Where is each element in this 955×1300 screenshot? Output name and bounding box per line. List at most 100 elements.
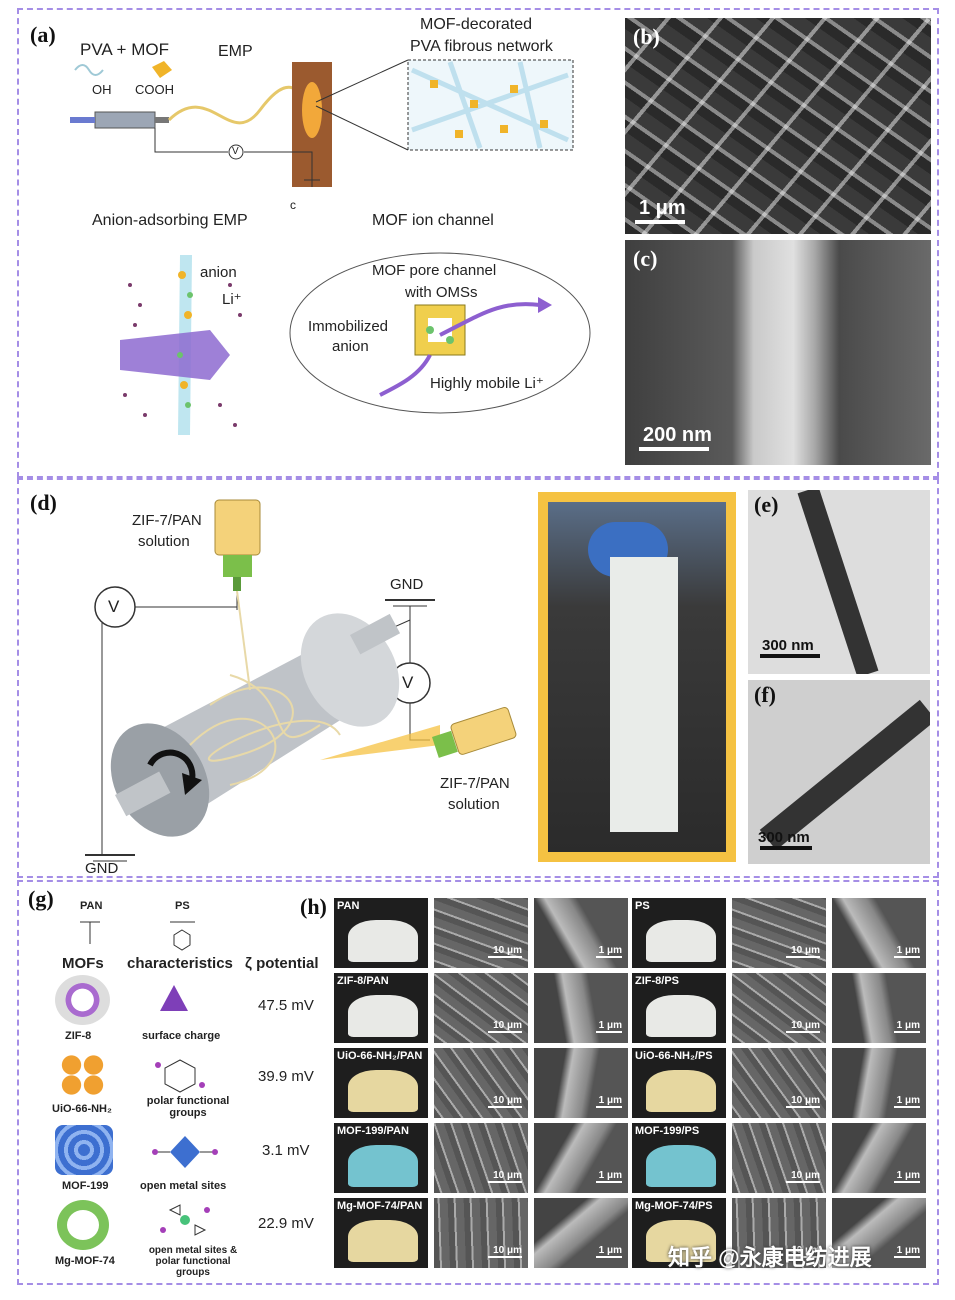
anion-text: anion <box>200 264 237 281</box>
zeta-mof199: 3.1 mV <box>262 1142 310 1159</box>
panel-abc-frame <box>17 8 939 478</box>
solution-bottom-line2: solution <box>448 796 500 813</box>
bent-membrane <box>646 995 716 1037</box>
bent-membrane <box>646 1220 716 1262</box>
scale-text: 1 μm <box>598 1245 622 1256</box>
sem-cell: 1 μm <box>533 1197 629 1269</box>
anion-emp-title: Anion-adsorbing EMP <box>92 212 248 229</box>
polymer-structures <box>80 921 195 951</box>
bent-membrane <box>646 920 716 962</box>
mof-icon-uio66 <box>55 1050 110 1100</box>
with-omss-text: with OMSs <box>405 284 478 301</box>
sem-cell: 10 μm <box>433 1122 529 1194</box>
membrane-photo-cell: UiO-66-NH₂/PS <box>631 1047 727 1119</box>
bent-membrane <box>348 920 418 962</box>
bent-membrane <box>646 1070 716 1112</box>
bent-membrane <box>646 1145 716 1187</box>
membrane-photo-cell: Mg-MOF-74/PAN <box>333 1197 429 1269</box>
membrane-photo-cell: MOF-199/PS <box>631 1122 727 1194</box>
scale-bar <box>894 1031 920 1033</box>
scale-bar <box>596 1256 622 1258</box>
panel-a-label: (a) <box>30 22 56 47</box>
scale-text: 10 μm <box>493 1170 522 1181</box>
panel-g-label: (g) <box>28 886 54 911</box>
char-icon-polar <box>155 1059 205 1093</box>
scale-text: 10 μm <box>791 1245 820 1256</box>
scale-text: 10 μm <box>493 945 522 956</box>
immobilized-text: Immobilized <box>308 318 389 335</box>
scale-text: 10 μm <box>493 1095 522 1106</box>
sem-cell: 1 μm <box>831 1197 927 1269</box>
sem-cell: 10 μm <box>731 1197 827 1269</box>
scale-text-b: 1 μm <box>639 197 686 219</box>
scale-bar <box>894 1181 920 1183</box>
scale-bar <box>786 1031 820 1033</box>
scale-text: 1 μm <box>896 945 920 956</box>
watermark: 知乎 @永康电纺进展 <box>668 1245 872 1270</box>
pan-label: PAN <box>80 900 103 912</box>
scale-bar <box>488 1256 522 1258</box>
sem-cell: 1 μm <box>831 1122 927 1194</box>
mobile-li-text: Highly mobile Li⁺ <box>430 375 544 392</box>
gnd-top: GND <box>390 576 424 593</box>
scale-text-c: 200 nm <box>643 424 712 446</box>
h-label-ps: ZIF-8/PS <box>635 975 680 987</box>
mof-icon-zif8 <box>55 975 110 1025</box>
scale-bar <box>786 1256 820 1258</box>
voltage-2: V <box>402 673 414 692</box>
scale-text: 10 μm <box>493 1020 522 1031</box>
scale-text: 10 μm <box>493 1245 522 1256</box>
bent-membrane <box>348 995 418 1037</box>
sem-cell: 10 μm <box>731 897 827 969</box>
panel-d-label: (d) <box>30 490 57 515</box>
scale-bar <box>894 956 920 958</box>
h-label-ps: MOF-199/PS <box>635 1125 700 1137</box>
sem-cell: 10 μm <box>731 972 827 1044</box>
solution-top-line2: solution <box>138 533 190 550</box>
h-label-pan: PAN <box>337 900 360 912</box>
scale-text: 1 μm <box>896 1095 920 1106</box>
oh-text: OH <box>92 82 112 97</box>
anion-emp-illustration <box>120 255 242 435</box>
scale-text: 10 μm <box>791 1170 820 1181</box>
mof-decorated-text: MOF-decorated <box>420 16 533 33</box>
membrane-photo-cell: ZIF-8/PAN <box>333 972 429 1044</box>
mof-ion-channel-illustration <box>289 252 591 414</box>
electrospinning-schematic <box>70 59 574 187</box>
bent-membrane <box>348 1145 418 1187</box>
zeta-uio66: 39.9 mV <box>258 1068 314 1085</box>
scale-text-e: 300 nm <box>762 637 814 654</box>
panel-b-label: (b) <box>633 24 660 49</box>
h-label-ps: PS <box>635 900 650 912</box>
scale-text: 10 μm <box>791 945 820 956</box>
ps-label: PS <box>175 900 190 912</box>
panel-def-frame <box>17 478 939 878</box>
scale-bar <box>786 1106 820 1108</box>
scale-text: 1 μm <box>598 1170 622 1181</box>
membrane-sheet <box>610 557 678 832</box>
char-oms: open metal sites <box>140 1180 227 1192</box>
scale-bar <box>488 1106 522 1108</box>
panel-gh-frame <box>17 880 939 1285</box>
voltage-1: V <box>108 597 120 616</box>
zeta-mgmof74: 22.9 mV <box>258 1215 314 1232</box>
mof-name-uio66: UiO-66-NH₂ <box>52 1103 112 1115</box>
sem-cell: 1 μm <box>533 972 629 1044</box>
scale-bar-c <box>639 447 709 451</box>
scale-bar <box>488 1031 522 1033</box>
li-text: Li⁺ <box>222 291 242 308</box>
h-label-ps: Mg-MOF-74/PS <box>635 1200 713 1212</box>
char-icon-oms <box>152 1136 218 1168</box>
header-mofs: MOFs <box>62 955 104 972</box>
scale-text: 1 μm <box>896 1170 920 1181</box>
pva-mof-text: PVA + MOF <box>80 40 169 59</box>
pore-channel-text: MOF pore channel <box>372 262 497 279</box>
scale-text: 10 μm <box>791 1095 820 1106</box>
sem-cell: 10 μm <box>433 972 529 1044</box>
membrane-photo-cell: Mg-MOF-74/PS <box>631 1197 727 1269</box>
tem-image-e: (e) 300 nm <box>748 490 930 674</box>
header-characteristics: characteristics <box>127 955 233 972</box>
c-mark: c <box>290 198 296 212</box>
sem-cell: 1 μm <box>533 1047 629 1119</box>
scale-bar-b <box>635 220 685 224</box>
